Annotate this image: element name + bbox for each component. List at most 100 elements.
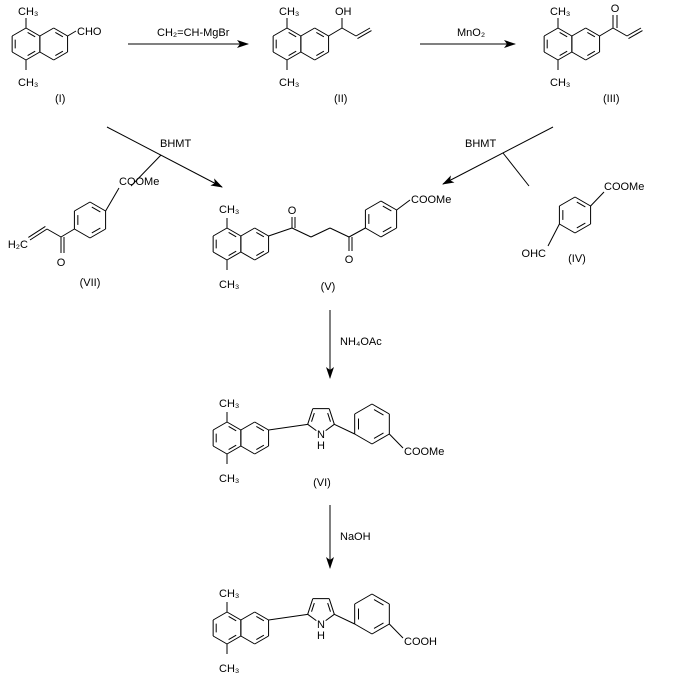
ring-bond: [254, 421, 269, 431]
pyrrole-nitrogen-label: N: [317, 429, 325, 441]
aromatic-inner-bond: [576, 222, 586, 229]
methyl-label: CH₃: [219, 663, 239, 675]
methyl-label: CH₃: [550, 77, 570, 89]
carboxylic-acid-label: COOH: [404, 636, 437, 648]
ring-bond: [543, 51, 559, 61]
ring-bond: [314, 51, 329, 61]
aromatic-inner-bond: [316, 32, 325, 38]
ring-bond: [354, 403, 373, 415]
ring-bond: [585, 27, 600, 37]
ring-bond: [240, 445, 255, 455]
ring-bond: [300, 51, 315, 61]
aromatic-inner-bond: [91, 227, 101, 234]
compound-label-V: (V): [321, 281, 336, 293]
ring-bond: [286, 51, 302, 61]
ring-bond: [39, 27, 54, 37]
pyrrole-hydrogen-label: H: [317, 440, 325, 452]
ring-bond: [559, 223, 576, 234]
aromatic-inner-bond: [382, 205, 392, 212]
aromatic-inner-bond: [228, 250, 237, 256]
aromatic-inner-bond: [27, 32, 36, 38]
aromatic-inner-bond: [559, 50, 568, 56]
bond: [46, 228, 62, 238]
ring-bond: [74, 201, 91, 212]
methyl-label: CH₃: [219, 204, 239, 216]
ring-bond: [300, 27, 315, 37]
aromatic-inner-bond: [327, 412, 331, 422]
aromatic-inner-bond: [228, 444, 237, 450]
methyl-label: CH₃: [219, 398, 239, 410]
reaction-arrow-bhmt-right-branch: [502, 152, 530, 187]
aromatic-inner-bond: [576, 201, 586, 208]
aldehyde-label: OHC: [522, 248, 547, 260]
ring-bond: [226, 445, 242, 455]
aldehyde-label: CHO: [77, 26, 102, 38]
ring-bond: [212, 421, 228, 431]
bond: [348, 227, 366, 238]
ester-label: COOMe: [404, 446, 444, 458]
aromatic-inner-bond: [228, 232, 237, 238]
ring-bond: [254, 251, 269, 261]
reagent-bhmt-left: BHMT: [160, 138, 191, 150]
ring-bond: [371, 433, 390, 445]
aromatic-inner-bond: [316, 50, 325, 56]
ring-bond: [574, 196, 591, 207]
ring-bond: [585, 51, 600, 61]
reagent-mno2: MnO₂: [457, 27, 485, 39]
aromatic-inner-bond: [288, 32, 297, 38]
ring-bond: [557, 27, 573, 37]
ester-bond: [590, 191, 605, 207]
double-bond-line: [28, 226, 46, 238]
ring-bond: [89, 201, 106, 212]
aromatic-inner-bond: [587, 50, 596, 56]
bond: [626, 27, 642, 37]
ring-bond: [307, 408, 314, 425]
bond: [599, 27, 614, 37]
aromatic-inner-bond: [228, 426, 237, 432]
ring-bond: [371, 623, 390, 635]
bond: [60, 228, 75, 238]
aromatic-inner-bond: [256, 426, 265, 432]
ring-bond: [286, 27, 302, 37]
methylene-label: H₂C: [8, 239, 28, 251]
reagent-naoh: NaOH: [340, 531, 371, 543]
ring-bond: [571, 51, 586, 61]
aromatic-inner-bond: [256, 250, 265, 256]
oxygen-label: O: [57, 257, 66, 269]
methyl-label: CH₃: [219, 279, 239, 291]
aromatic-inner-bond: [382, 226, 392, 233]
ring-bond: [543, 27, 559, 37]
oxygen-label: O: [611, 3, 620, 15]
compound-label-VI: (VI): [313, 477, 331, 489]
ring-bond: [314, 27, 329, 37]
ring-bond: [240, 251, 255, 261]
aromatic-inner-bond: [311, 412, 315, 422]
methyl-label: CH₃: [279, 77, 299, 89]
hydroxyl-label: OH: [335, 6, 352, 18]
aromatic-inner-bond: [256, 634, 265, 640]
aromatic-inner-bond: [373, 622, 384, 629]
ring-bond: [11, 51, 27, 61]
methyl-label: CH₃: [18, 6, 38, 18]
reagent-vinyl-grignard: CH₂=CH-MgBr: [157, 27, 230, 39]
methyl-label: CH₃: [550, 6, 570, 18]
ring-bond: [307, 423, 317, 432]
reagent-bhmt-right: BHMT: [465, 138, 496, 150]
ring-bond: [325, 613, 335, 622]
aromatic-inner-bond: [373, 432, 384, 439]
ring-bond: [325, 423, 335, 432]
pyrrole-nitrogen-label: N: [317, 619, 325, 631]
bond: [310, 227, 331, 238]
ring-bond: [254, 611, 269, 621]
aromatic-inner-bond: [256, 616, 265, 622]
reaction-arrow-bhmt-left-branch: [130, 154, 162, 187]
aromatic-inner-bond: [27, 50, 36, 56]
ring-bond: [365, 227, 382, 238]
ester-label: COOMe: [604, 181, 644, 193]
aromatic-inner-bond: [256, 444, 265, 450]
bond: [29, 228, 48, 241]
bond: [291, 227, 312, 238]
aromatic-inner-bond: [55, 32, 64, 38]
aromatic-inner-bond: [587, 32, 596, 38]
ring-bond: [574, 223, 591, 234]
